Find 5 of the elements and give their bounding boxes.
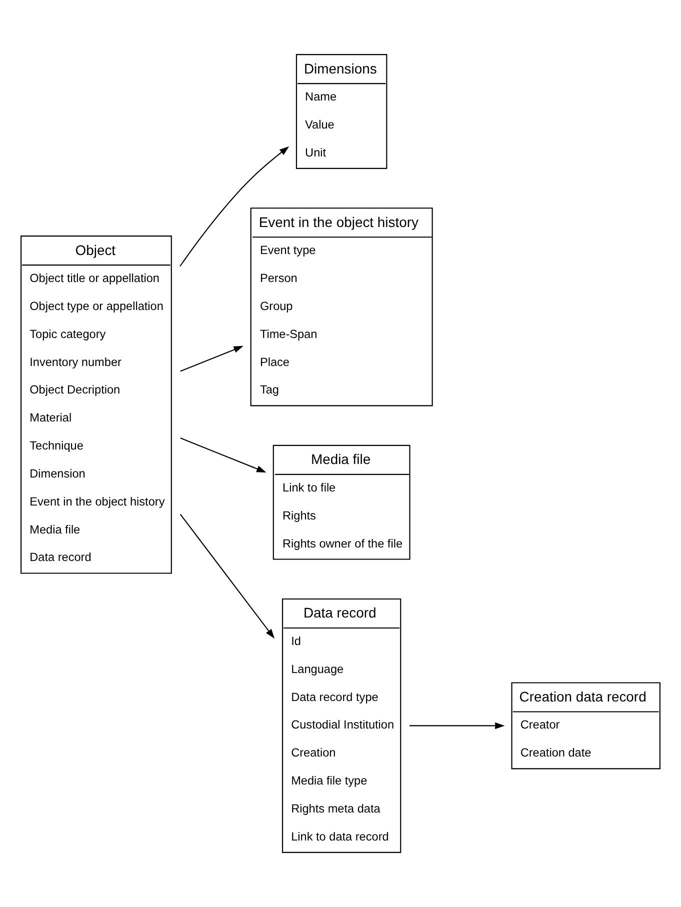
arrow [180, 438, 266, 473]
arrow [180, 346, 244, 372]
arrow [180, 146, 290, 267]
arrow [409, 722, 505, 730]
arrow [180, 514, 275, 639]
